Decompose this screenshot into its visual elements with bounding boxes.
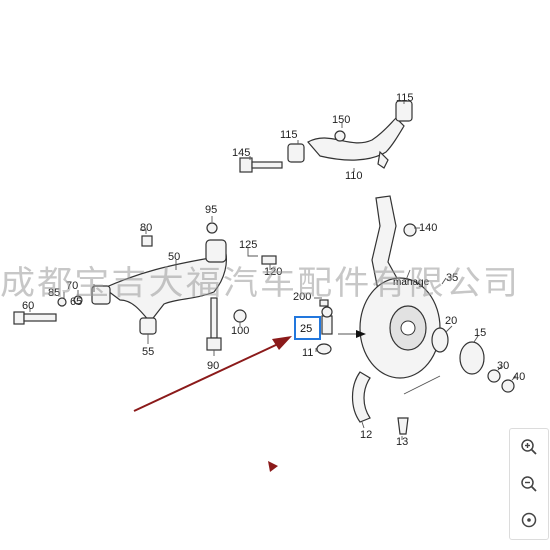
manage-label: manage [393, 277, 430, 288]
nut-80 [141, 235, 153, 247]
part-label-13: 13 [396, 436, 408, 448]
part-label-115a: 115 [396, 92, 414, 104]
part-label-50: 50 [168, 251, 180, 263]
lower-control-arm [91, 239, 227, 335]
part-label-200: 200 [293, 291, 311, 303]
reset-icon [521, 512, 537, 528]
bolt-90 [206, 297, 222, 351]
part-label-11: 11 [302, 347, 313, 359]
reset-button[interactable] [510, 502, 548, 538]
zoom-out-button[interactable] [510, 466, 548, 502]
part-label-65: 65 [70, 296, 82, 308]
part-label-125: 125 [239, 239, 257, 251]
part-label-115b: 115 [280, 129, 298, 141]
highlight-box [294, 316, 321, 340]
part-label-140: 140 [419, 222, 437, 234]
part-label-80: 80 [140, 222, 152, 234]
part-label-12: 12 [360, 429, 372, 441]
part-label-95: 95 [205, 204, 217, 216]
ball-joint-25 [316, 299, 333, 355]
zoom-in-icon [521, 439, 537, 455]
bolt-13 [397, 417, 409, 435]
part-label-150: 150 [332, 114, 350, 126]
bolt-145 [239, 157, 283, 173]
part-label-120: 120 [264, 266, 282, 278]
nut-95 [206, 222, 218, 234]
part-label-70: 70 [66, 280, 78, 292]
zoom-out-icon [521, 476, 537, 492]
part-label-35: 35 [446, 272, 458, 284]
part-label-145: 145 [232, 147, 250, 159]
part-label-55: 55 [142, 346, 154, 358]
part-label-20: 20 [445, 315, 457, 327]
part-label-30: 30 [497, 360, 509, 372]
part-label-60: 60 [22, 300, 34, 312]
bolt-120 [261, 255, 277, 265]
washer-100 [233, 309, 247, 323]
leader-lines [29, 100, 517, 440]
dust-shield-12 [351, 371, 371, 423]
brake-disc [359, 277, 441, 379]
part-label-40: 40 [513, 371, 525, 383]
upper-control-arm [287, 100, 413, 169]
pointer-arrow [133, 336, 292, 472]
wheel-hub [431, 327, 515, 393]
part-label-15: 15 [474, 327, 486, 339]
part-label-100: 100 [231, 325, 249, 337]
zoom-controls [509, 428, 549, 540]
watermark: 成都宝吉大福汽车配件有限公司 [0, 263, 520, 302]
part-label-85: 85 [48, 287, 60, 299]
part-label-25: 25 [300, 323, 312, 335]
part-labels: 115 150 115 145 110 95 80 140 125 50 120… [22, 92, 525, 448]
zoom-in-button[interactable] [510, 429, 548, 465]
part-label-110: 110 [345, 170, 363, 182]
part-label-90: 90 [207, 360, 219, 372]
